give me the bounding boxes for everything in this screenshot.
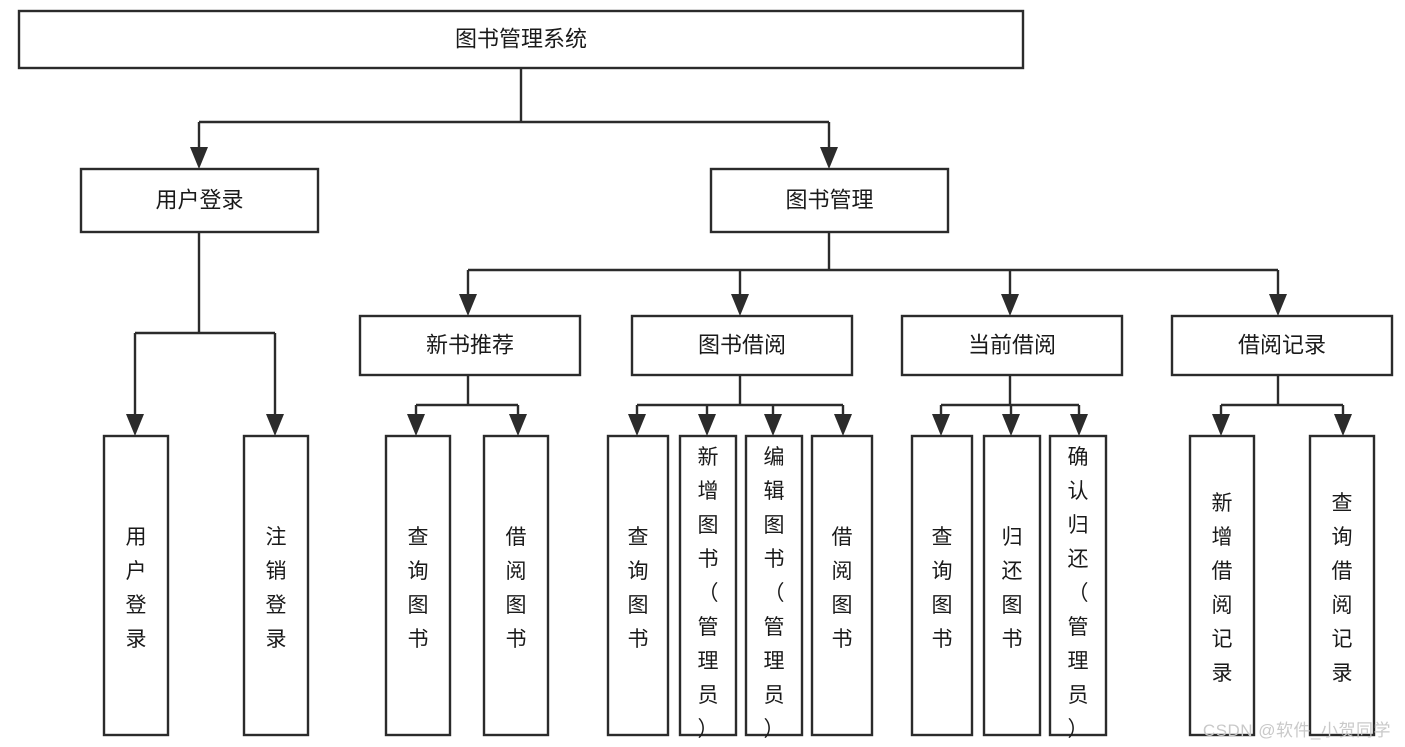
node-leaf-return-book-label: 归还图书 — [1002, 526, 1023, 651]
node-leaf-user-logout-rect[interactable] — [242, 434, 310, 737]
node-leaf-query-borrow-record[interactable]: 查询借阅记录 — [1308, 434, 1376, 737]
node-leaf-query-book-2-rect[interactable] — [606, 434, 670, 737]
node-leaf-borrow-book-2-label: 借阅图书 — [832, 526, 853, 651]
node-leaf-query-book-1-label: 查询图书 — [408, 526, 429, 651]
node-root-label: 图书管理系统 — [455, 26, 587, 51]
node-leaf-edit-book-admin-rect[interactable] — [744, 434, 804, 737]
arrow-head-icon — [820, 147, 838, 169]
arrow-head-icon — [1212, 414, 1230, 436]
node-new-book-rec-label: 新书推荐 — [426, 332, 514, 357]
node-leaf-edit-book-admin[interactable]: 编辑图书（管理员） — [744, 434, 804, 741]
connectors-layer — [126, 68, 1352, 436]
node-leaf-borrow-book-1-label: 借阅图书 — [506, 526, 527, 651]
node-root[interactable]: 图书管理系统 — [17, 9, 1025, 70]
node-borrow-record[interactable]: 借阅记录 — [1170, 314, 1394, 377]
node-leaf-query-borrow-record-rect[interactable] — [1308, 434, 1376, 737]
arrow-head-icon — [509, 414, 527, 436]
node-user-login[interactable]: 用户登录 — [79, 167, 320, 234]
arrow-head-icon — [266, 414, 284, 436]
node-root-rect[interactable] — [17, 9, 1025, 70]
arrow-head-icon — [1070, 414, 1088, 436]
node-leaf-borrow-book-2[interactable]: 借阅图书 — [810, 434, 874, 737]
node-leaf-query-book-1[interactable]: 查询图书 — [384, 434, 452, 737]
node-leaf-user-logout[interactable]: 注销登录 — [242, 434, 310, 737]
arrow-head-icon — [1001, 294, 1019, 316]
node-book-borrow-label: 图书借阅 — [698, 332, 786, 357]
node-leaf-add-borrow-record-rect[interactable] — [1188, 434, 1256, 737]
node-leaf-query-book-3-rect[interactable] — [910, 434, 974, 737]
node-leaf-add-book-admin-rect[interactable] — [678, 434, 738, 737]
node-leaf-borrow-book-2-rect[interactable] — [810, 434, 874, 737]
node-borrow-record-rect[interactable] — [1170, 314, 1394, 377]
node-leaf-confirm-return-admin-label: 确认归还（管理员） — [1068, 446, 1089, 741]
node-leaf-add-borrow-record-label: 新增借阅记录 — [1212, 492, 1233, 685]
node-leaf-add-book-admin-label: 新增图书（管理员） — [698, 446, 719, 741]
arrow-head-icon — [1334, 414, 1352, 436]
node-borrow-record-label: 借阅记录 — [1238, 332, 1326, 357]
node-leaf-user-login-label: 用户登录 — [126, 526, 147, 651]
nodes-layer: 图书管理系统用户登录图书管理新书推荐图书借阅当前借阅借阅记录用户登录注销登录查询… — [17, 9, 1394, 741]
node-leaf-confirm-return-admin-rect[interactable] — [1048, 434, 1108, 737]
node-new-book-rec[interactable]: 新书推荐 — [358, 314, 582, 377]
watermark-label: CSDN @软件_小贺同学 — [1202, 721, 1391, 740]
node-leaf-query-book-3-label: 查询图书 — [932, 526, 953, 651]
arrow-head-icon — [1002, 414, 1020, 436]
node-new-book-rec-rect[interactable] — [358, 314, 582, 377]
node-leaf-confirm-return-admin[interactable]: 确认归还（管理员） — [1048, 434, 1108, 741]
node-leaf-add-book-admin[interactable]: 新增图书（管理员） — [678, 434, 738, 741]
node-leaf-user-login[interactable]: 用户登录 — [102, 434, 170, 737]
arrow-head-icon — [407, 414, 425, 436]
arrow-head-icon — [731, 294, 749, 316]
node-current-borrow-label: 当前借阅 — [968, 332, 1056, 357]
arrow-head-icon — [834, 414, 852, 436]
node-leaf-query-book-1-rect[interactable] — [384, 434, 452, 737]
node-book-borrow[interactable]: 图书借阅 — [630, 314, 854, 377]
node-leaf-return-book[interactable]: 归还图书 — [982, 434, 1042, 737]
node-book-manage-rect[interactable] — [709, 167, 950, 234]
node-leaf-borrow-book-1-rect[interactable] — [482, 434, 550, 737]
arrow-head-icon — [1269, 294, 1287, 316]
node-book-manage-label: 图书管理 — [785, 187, 873, 212]
node-book-borrow-rect[interactable] — [630, 314, 854, 377]
arrow-head-icon — [764, 414, 782, 436]
node-user-login-label: 用户登录 — [155, 187, 243, 212]
arrow-head-icon — [459, 294, 477, 316]
node-current-borrow[interactable]: 当前借阅 — [900, 314, 1124, 377]
arrow-head-icon — [932, 414, 950, 436]
node-leaf-query-borrow-record-label: 查询借阅记录 — [1332, 492, 1353, 685]
arrow-head-icon — [628, 414, 646, 436]
node-leaf-query-book-2[interactable]: 查询图书 — [606, 434, 670, 737]
node-leaf-borrow-book-1[interactable]: 借阅图书 — [482, 434, 550, 737]
node-current-borrow-rect[interactable] — [900, 314, 1124, 377]
node-book-manage[interactable]: 图书管理 — [709, 167, 950, 234]
node-leaf-user-logout-label: 注销登录 — [266, 526, 287, 651]
node-leaf-user-login-rect[interactable] — [102, 434, 170, 737]
arrow-head-icon — [698, 414, 716, 436]
node-user-login-rect[interactable] — [79, 167, 320, 234]
arrow-head-icon — [126, 414, 144, 436]
node-leaf-edit-book-admin-label: 编辑图书（管理员） — [764, 446, 785, 741]
node-leaf-query-book-2-label: 查询图书 — [628, 526, 649, 651]
arrow-head-icon — [190, 147, 208, 169]
node-leaf-add-borrow-record[interactable]: 新增借阅记录 — [1188, 434, 1256, 737]
node-leaf-query-book-3[interactable]: 查询图书 — [910, 434, 974, 737]
node-leaf-return-book-rect[interactable] — [982, 434, 1042, 737]
